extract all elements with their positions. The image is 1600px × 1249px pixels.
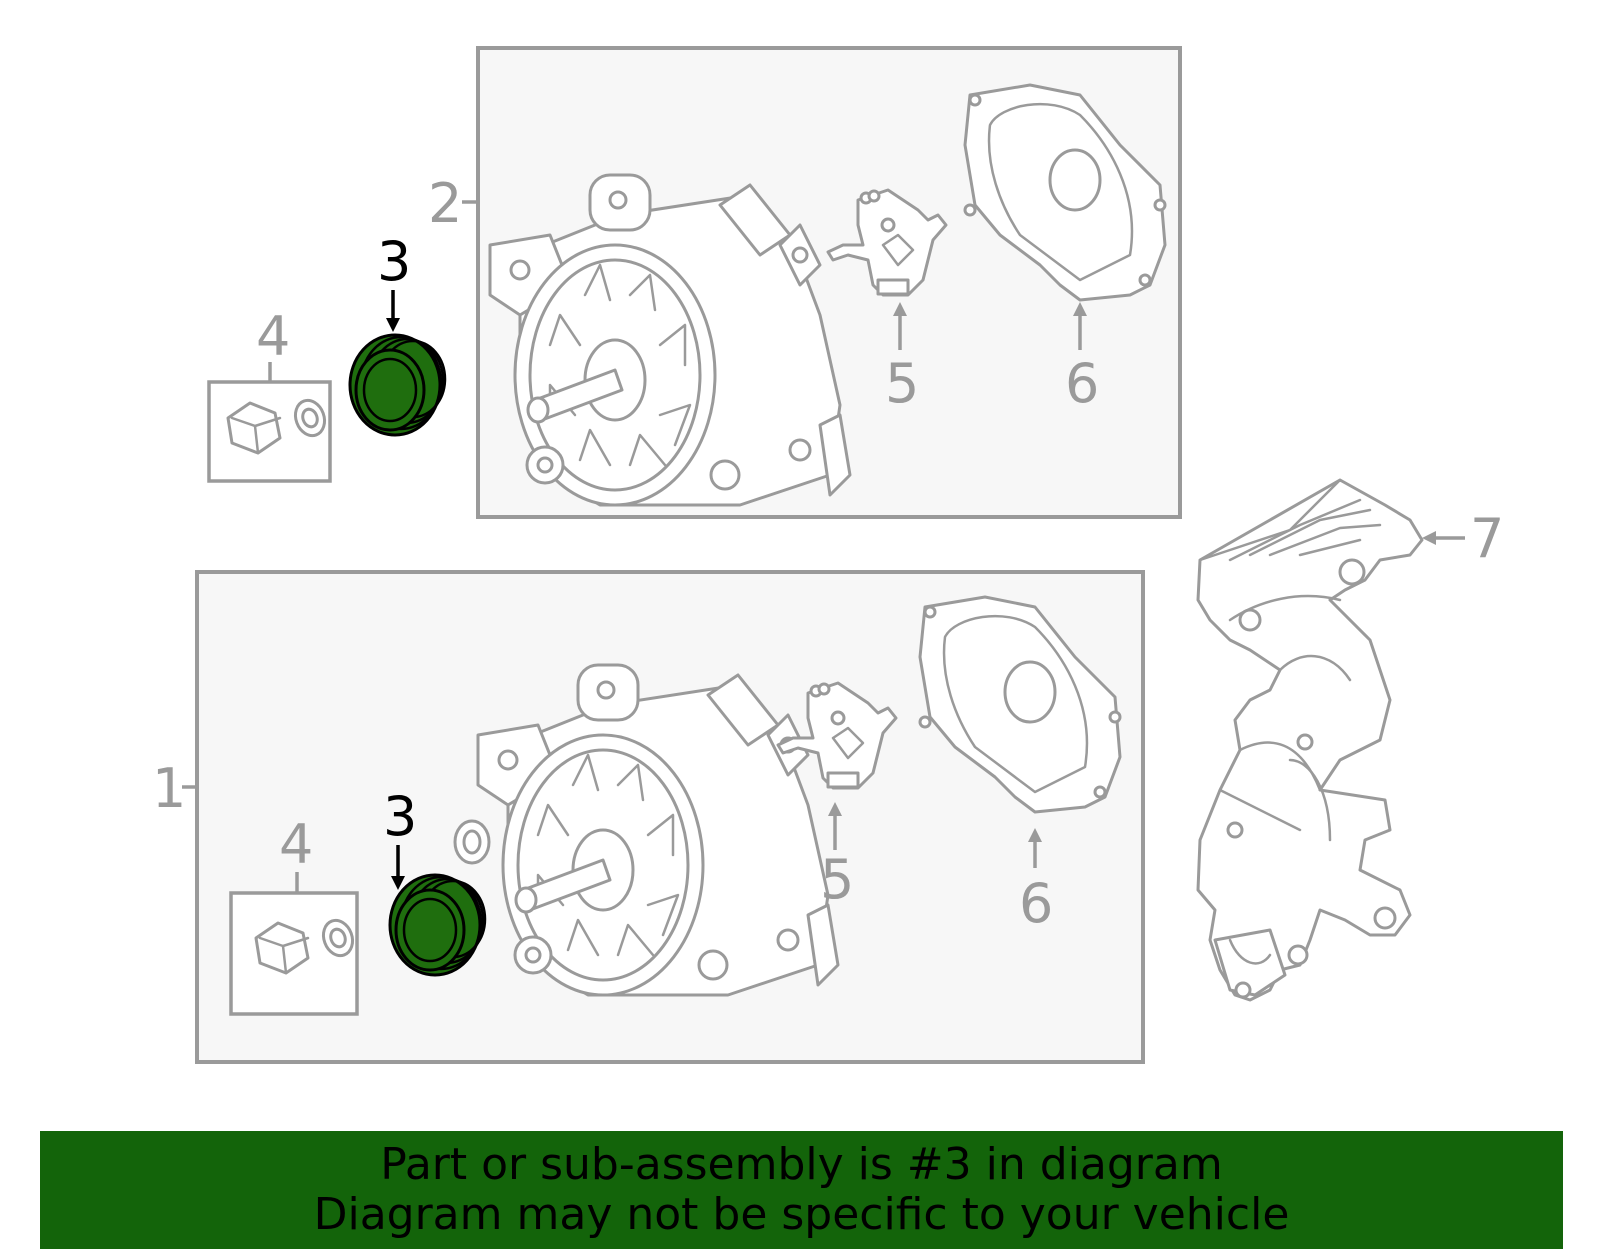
callout-5-bottom: 5 (820, 848, 854, 911)
callout-6-bottom: 6 (1019, 872, 1053, 935)
banner-text-part: Part or sub-assembly is #3 in diagram (380, 1139, 1223, 1190)
callout-4-bottom: 4 (279, 813, 313, 876)
callout-5-top: 5 (885, 352, 919, 415)
mounting-bracket (1196, 478, 1424, 1002)
callout-2: 2 (428, 172, 462, 235)
parts-diagram: 2 5 6 4 3 1 5 6 4 3 (152, 46, 1504, 1064)
callout-3-bottom: 3 (383, 785, 417, 848)
callout-7: 7 (1470, 507, 1504, 570)
info-banner: Part or sub-assembly is #3 in diagram Di… (40, 1131, 1563, 1249)
callout-6-top: 6 (1065, 352, 1099, 415)
callout-4-top: 4 (256, 305, 290, 368)
callout-3-top: 3 (377, 230, 411, 293)
info-banner-background (40, 1131, 1563, 1249)
callout-1: 1 (152, 757, 186, 820)
pulley-top (348, 333, 447, 437)
banner-text-disclaimer: Diagram may not be specific to your vehi… (313, 1189, 1290, 1240)
